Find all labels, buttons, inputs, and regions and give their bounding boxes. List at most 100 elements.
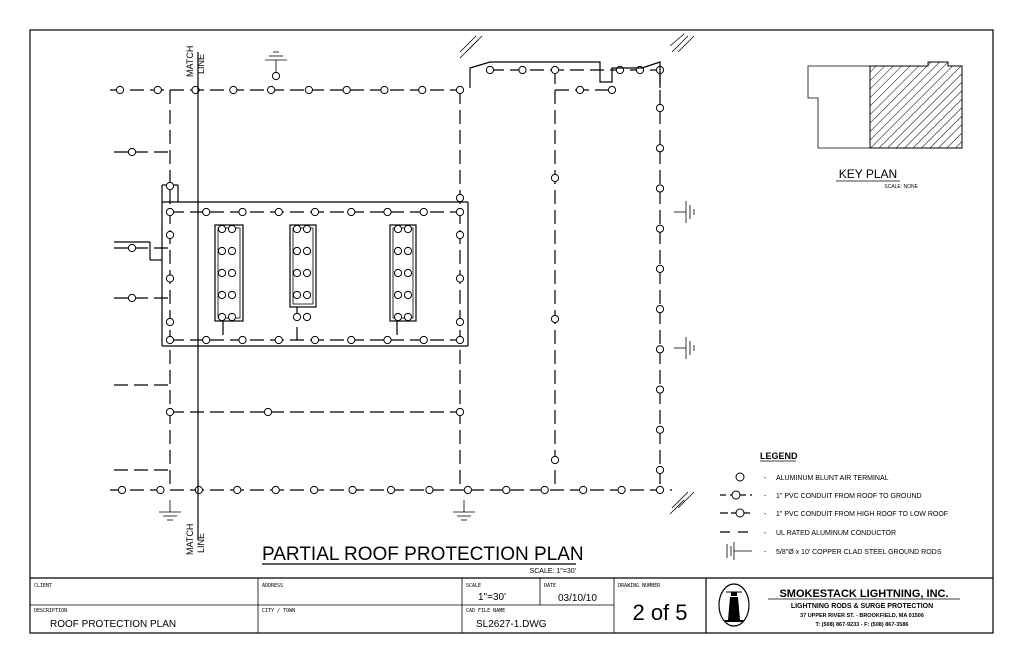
air-terminal (271, 485, 280, 495)
ground-rod-east-2 (674, 337, 695, 359)
ground-rod-south (453, 500, 475, 521)
air-terminal (127, 147, 137, 157)
air-terminal (403, 224, 413, 234)
air-terminal (267, 85, 276, 95)
air-terminal (386, 485, 396, 495)
legend-dash-2: - (764, 493, 767, 500)
legend-symbol-terminal (735, 472, 745, 482)
drawing-scale-note: SCALE: 1"=30' (530, 568, 576, 575)
key-plan-hatched-area (869, 61, 963, 149)
air-terminal (455, 317, 465, 327)
air-terminal (455, 85, 465, 95)
legend-text-terminal: ALUMINUM BLUNT AIR TERMINAL (776, 475, 889, 482)
air-terminal (229, 85, 238, 95)
air-terminal (292, 246, 302, 256)
rooftop-unit-inner-3 (392, 227, 414, 319)
air-terminal (655, 103, 665, 113)
air-terminal (383, 335, 392, 345)
legend-dash-3: - (764, 511, 767, 518)
air-terminal (655, 385, 665, 394)
air-terminal (227, 224, 237, 234)
air-terminal (347, 335, 356, 345)
air-terminal (655, 485, 665, 495)
air-terminal (347, 207, 356, 217)
legend-text-conduit-high: 1" PVC CONDUIT FROM HIGH ROOF TO LOW ROO… (776, 511, 948, 518)
air-terminal (227, 312, 237, 322)
legend-text-conductor: UL RATED ALUMINUM CONDUCTOR (776, 530, 896, 537)
air-terminal (165, 274, 175, 283)
air-terminal (274, 207, 283, 217)
air-terminal (165, 335, 175, 345)
air-terminal (393, 268, 403, 278)
air-terminal (418, 85, 427, 95)
air-terminal (655, 264, 665, 273)
description-value: ROOF PROTECTION PLAN (50, 619, 176, 630)
company-tagline: LIGHTNING RODS & SURGE PROTECTION (791, 603, 933, 610)
drawing-number-value: 2 of 5 (632, 600, 687, 625)
ground-rod-north (265, 51, 287, 72)
legend-symbol-conduit-high-circle (735, 508, 745, 518)
air-terminal (165, 181, 175, 191)
date-label: DATE (544, 583, 556, 589)
air-terminal (425, 485, 434, 495)
air-terminal (227, 290, 237, 300)
air-terminal (292, 290, 302, 300)
air-terminal (655, 425, 665, 434)
company-address: 37 UPPER RIVER ST. - BROOKFIELD, MA 0150… (800, 613, 924, 619)
roof-plan: MATCH LINE MATCH LINE PARTIAL ROOF PROTE… (110, 33, 695, 575)
air-terminal (165, 230, 175, 240)
match-line-label-bottom-1: MATCH (185, 524, 195, 555)
air-terminal (165, 407, 175, 417)
air-terminal (310, 207, 320, 217)
air-terminal (463, 485, 472, 495)
corner-hatch-ne (459, 33, 695, 515)
air-terminal (607, 85, 617, 95)
air-terminal (403, 268, 413, 278)
drawing-title: PARTIAL ROOF PROTECTION PLAN (262, 544, 584, 565)
company-phone: T: (508) 867-9233 - F: (508) 867-3586 (816, 622, 909, 628)
ground-rod-sw (159, 500, 181, 521)
ground-rod-east-1 (674, 201, 695, 223)
air-terminal (348, 485, 357, 495)
air-terminal (575, 85, 585, 95)
date-value: 03/10/10 (558, 593, 597, 604)
air-terminal (194, 485, 203, 495)
air-terminal (393, 224, 403, 234)
air-terminal (655, 345, 665, 354)
city-label: CITY / TOWN (262, 608, 295, 614)
air-terminal (302, 224, 312, 234)
drawing-number-label: DRAWING NUMBER (618, 583, 661, 589)
legend-symbol-conduit-ground-circle (731, 490, 741, 500)
air-terminal (274, 335, 283, 345)
air-terminal (117, 485, 127, 495)
air-terminal (383, 207, 392, 217)
air-terminal (403, 246, 413, 256)
air-terminal (304, 85, 313, 95)
air-terminal (419, 335, 428, 345)
air-terminal (403, 312, 413, 322)
air-terminal (310, 335, 320, 345)
rooftop-unit-2 (289, 224, 317, 308)
air-terminal (302, 268, 312, 278)
air-terminal (393, 312, 403, 322)
air-terminal (127, 243, 137, 253)
air-terminal (455, 335, 465, 345)
key-plan: KEY PLAN SCALE: NONE (807, 61, 963, 190)
air-terminal (238, 335, 247, 345)
air-terminal (655, 465, 665, 475)
air-terminal (217, 268, 227, 278)
air-terminal (165, 317, 175, 327)
match-line-label-bottom-2: LINE (196, 533, 206, 553)
air-terminal (202, 335, 211, 345)
air-terminal (550, 455, 560, 465)
legend-dash-1: - (764, 475, 767, 482)
air-terminal (153, 85, 162, 95)
air-terminal (455, 230, 465, 240)
air-terminal (156, 485, 165, 495)
air-terminal (115, 85, 125, 95)
lighthouse-logo-icon (718, 583, 750, 627)
air-terminal (485, 65, 495, 75)
air-terminal (455, 407, 465, 417)
air-terminal (165, 207, 175, 217)
air-terminal (310, 485, 319, 495)
